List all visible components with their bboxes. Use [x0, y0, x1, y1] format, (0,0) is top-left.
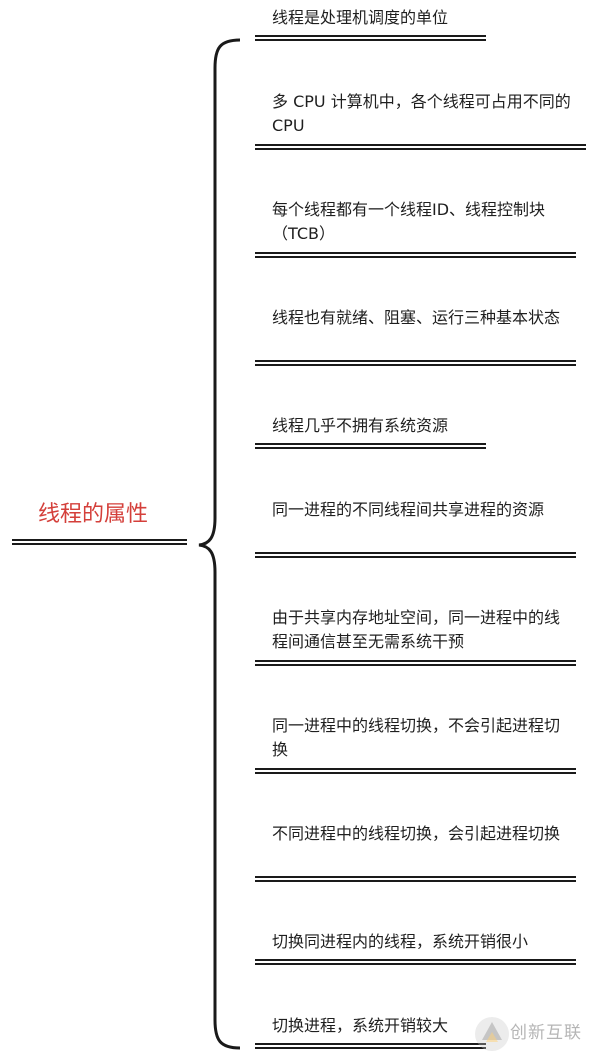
node-10-underline — [255, 959, 576, 965]
watermark-logo-icon — [475, 1017, 509, 1051]
node-8-text: 同一进程中的线程切换，不会引起进程切换 — [272, 716, 561, 759]
node-5-underline — [255, 443, 486, 449]
node-2-underline — [255, 144, 586, 150]
node-1-text: 线程是处理机调度的单位 — [272, 8, 449, 27]
node-3-underline — [255, 252, 576, 258]
node-4-text: 线程也有就绪、阻塞、运行三种基本状态 — [272, 308, 561, 327]
node-8-underline — [255, 768, 576, 774]
node-4-underline — [255, 360, 576, 366]
node-9-text: 不同进程中的线程切换，会引起进程切换 — [272, 824, 561, 843]
node-3-text: 每个线程都有一个线程ID、线程控制块（TCB） — [272, 200, 546, 243]
root-node-label: 线程的属性 — [38, 502, 149, 527]
node-7-text: 由于共享内存地址空间，同一进程中的线程间通信甚至无需系统干预 — [272, 608, 561, 651]
node-9-underline — [255, 876, 576, 882]
node-10-text: 切换同进程内的线程，系统开销很小 — [272, 932, 529, 951]
watermark-text: 创新互联 — [510, 1023, 582, 1043]
node-11-text: 切换进程，系统开销较大 — [272, 1016, 449, 1035]
node-11-underline — [255, 1043, 486, 1049]
node-2-text: 多 CPU 计算机中，各个线程可占用不同的 CPU — [272, 92, 571, 135]
root-node-underline — [12, 539, 187, 545]
node-7-underline — [255, 660, 576, 666]
brace-connector — [198, 38, 241, 1050]
node-6-text: 同一进程的不同线程间共享进程的资源 — [272, 500, 545, 519]
node-1-underline — [255, 35, 486, 41]
node-6-underline — [255, 552, 576, 558]
node-5-text: 线程几乎不拥有系统资源 — [272, 416, 449, 435]
